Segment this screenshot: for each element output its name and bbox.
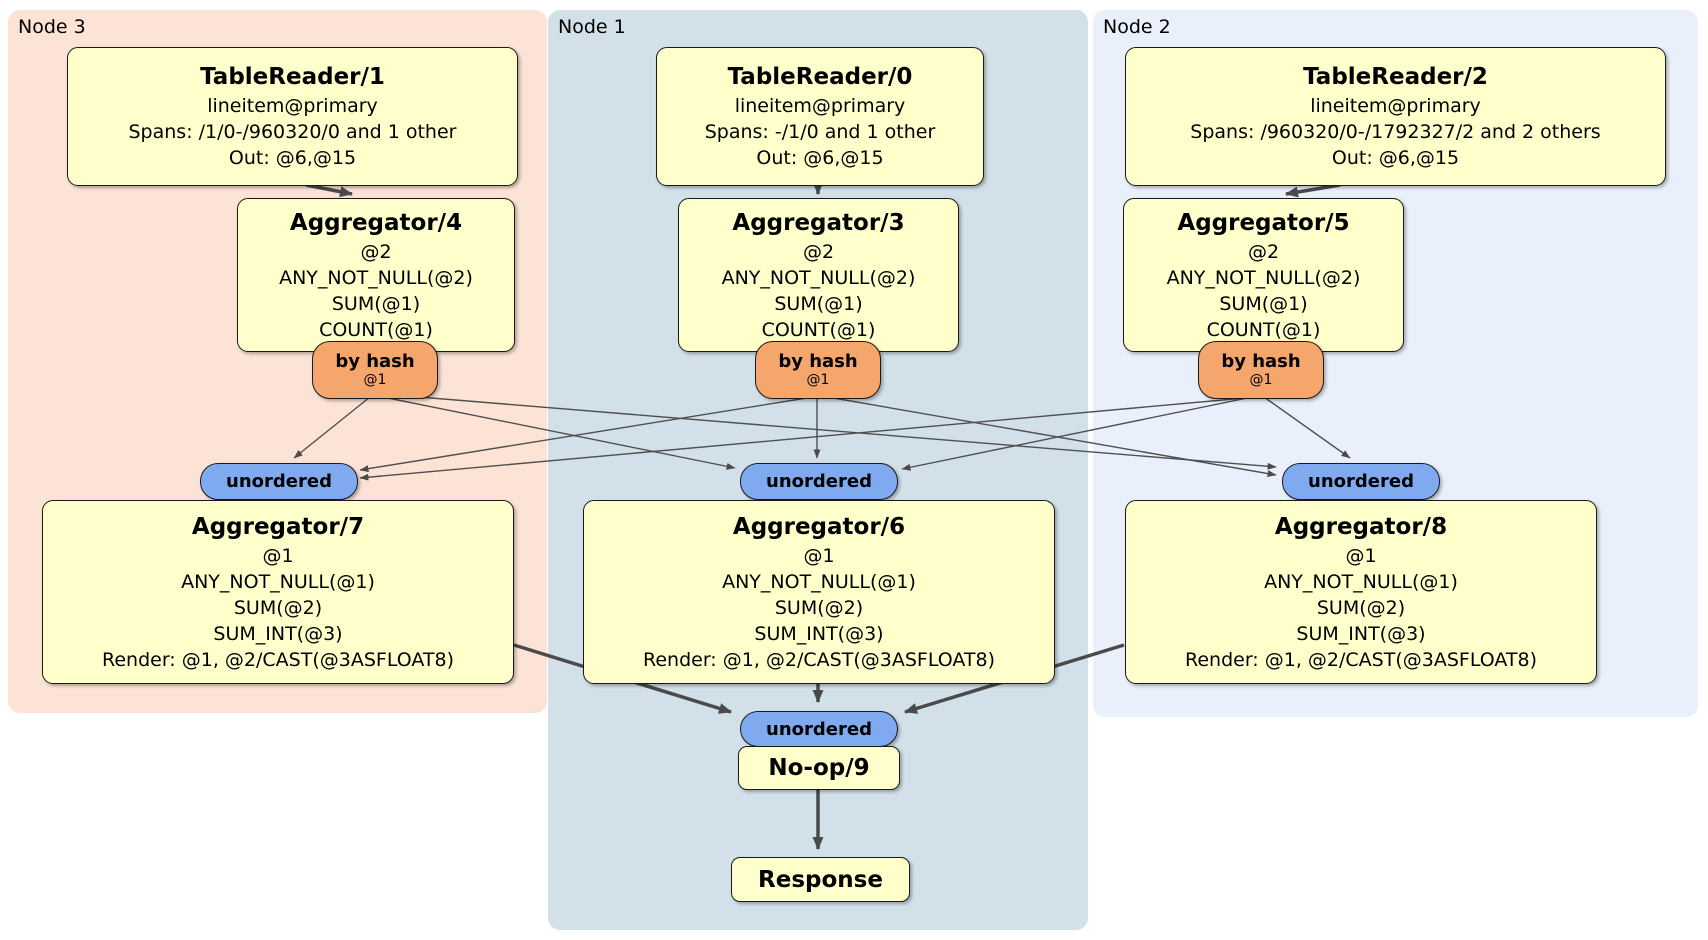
processor-agg-fn: ANY_NOT_NULL(@1) xyxy=(181,570,375,593)
processor-title: Aggregator/8 xyxy=(1274,513,1448,540)
processor-agg-fn: SUM(@1) xyxy=(1219,292,1308,315)
response-node: Response xyxy=(731,857,910,902)
processor-title: Aggregator/6 xyxy=(732,513,906,540)
processor-aggregator-3: Aggregator/3 @2 ANY_NOT_NULL(@2) SUM(@1)… xyxy=(678,198,959,352)
processor-title: Aggregator/5 xyxy=(1177,209,1350,236)
router-by-hash-badge: by hash @1 xyxy=(312,341,438,399)
node-region-3-label: Node 3 xyxy=(18,16,86,38)
router-by-hash-columns: @1 xyxy=(806,372,830,388)
unordered-sync-badge: unordered xyxy=(740,463,898,500)
processor-agg-fn: ANY_NOT_NULL(@1) xyxy=(1264,570,1458,593)
router-by-hash-columns: @1 xyxy=(363,372,387,388)
processor-title: TableReader/2 xyxy=(1303,64,1488,90)
processor-group-cols: @1 xyxy=(803,544,835,567)
processor-agg-fn: SUM_INT(@3) xyxy=(754,622,884,645)
processor-render: Render: @1, @2/CAST(@3ASFLOAT8) xyxy=(102,648,454,671)
node-region-2-label: Node 2 xyxy=(1103,16,1171,38)
processor-tablereader-1: TableReader/1 lineitem@primary Spans: /1… xyxy=(67,47,518,186)
processor-render: Render: @1, @2/CAST(@3ASFLOAT8) xyxy=(1185,648,1537,671)
processor-agg-fn: SUM_INT(@3) xyxy=(213,622,343,645)
router-by-hash-label: by hash xyxy=(335,351,415,372)
processor-agg-fn: COUNT(@1) xyxy=(761,318,876,341)
processor-title: TableReader/1 xyxy=(200,64,385,90)
processor-agg-fn: SUM(@2) xyxy=(774,596,864,619)
processor-index: lineitem@primary xyxy=(734,95,906,117)
processor-agg-fn: SUM(@2) xyxy=(1316,596,1406,619)
processor-title: TableReader/0 xyxy=(727,64,913,90)
processor-agg-fn: ANY_NOT_NULL(@2) xyxy=(1166,266,1361,289)
router-by-hash-badge: by hash @1 xyxy=(1198,341,1324,399)
processor-spans: Spans: -/1/0 and 1 other xyxy=(704,121,936,143)
processor-tablereader-2: TableReader/2 lineitem@primary Spans: /9… xyxy=(1125,47,1666,186)
router-by-hash-columns: @1 xyxy=(1249,372,1273,388)
router-by-hash-badge: by hash @1 xyxy=(755,341,881,399)
edges-hash-distribution xyxy=(293,393,1351,481)
processor-agg-fn: ANY_NOT_NULL(@2) xyxy=(721,266,916,289)
processor-agg-fn: SUM(@2) xyxy=(233,596,323,619)
processor-group-cols: @1 xyxy=(262,544,294,567)
processor-aggregator-7: Aggregator/7 @1 ANY_NOT_NULL(@1) SUM(@2)… xyxy=(42,500,514,684)
processor-aggregator-4: Aggregator/4 @2 ANY_NOT_NULL(@2) SUM(@1)… xyxy=(237,198,515,352)
router-by-hash-label: by hash xyxy=(778,351,858,372)
processor-out: Out: @6,@15 xyxy=(228,147,357,169)
processor-agg-fn: COUNT(@1) xyxy=(319,318,433,341)
node-region-1-label: Node 1 xyxy=(558,16,626,38)
processor-aggregator-5: Aggregator/5 @2 ANY_NOT_NULL(@2) SUM(@1)… xyxy=(1123,198,1404,352)
processor-agg-fn: COUNT(@1) xyxy=(1206,318,1321,341)
processor-title: Aggregator/4 xyxy=(289,209,463,236)
processor-tablereader-0: TableReader/0 lineitem@primary Spans: -/… xyxy=(656,47,984,186)
processor-noop: No-op/9 xyxy=(738,746,900,790)
processor-spans: Spans: /960320/0-/1792327/2 and 2 others xyxy=(1190,121,1601,143)
processor-index: lineitem@primary xyxy=(1310,95,1481,117)
unordered-sync-badge: unordered xyxy=(1282,463,1440,500)
processor-group-cols: @2 xyxy=(1247,240,1280,263)
processor-agg-fn: SUM_INT(@3) xyxy=(1296,622,1426,645)
processor-out: Out: @6,@15 xyxy=(1331,147,1460,169)
processor-out: Out: @6,@15 xyxy=(756,147,884,169)
processor-agg-fn: SUM(@1) xyxy=(331,292,421,315)
processor-aggregator-8: Aggregator/8 @1 ANY_NOT_NULL(@1) SUM(@2)… xyxy=(1125,500,1597,684)
processor-group-cols: @1 xyxy=(1345,544,1377,567)
router-by-hash-label: by hash xyxy=(1221,351,1301,372)
processor-agg-fn: ANY_NOT_NULL(@2) xyxy=(279,266,473,289)
unordered-sync-badge: unordered xyxy=(740,711,898,747)
processor-title: Aggregator/3 xyxy=(732,209,905,236)
processor-group-cols: @2 xyxy=(360,240,392,263)
processor-index: lineitem@primary xyxy=(207,95,378,117)
processor-title: Aggregator/7 xyxy=(191,513,365,540)
unordered-sync-badge: unordered xyxy=(200,463,358,500)
processor-agg-fn: ANY_NOT_NULL(@1) xyxy=(722,570,916,593)
processor-agg-fn: SUM(@1) xyxy=(774,292,863,315)
processor-spans: Spans: /1/0-/960320/0 and 1 other xyxy=(128,121,457,143)
processor-render: Render: @1, @2/CAST(@3ASFLOAT8) xyxy=(643,648,995,671)
processor-group-cols: @2 xyxy=(802,240,835,263)
processor-aggregator-6: Aggregator/6 @1 ANY_NOT_NULL(@1) SUM(@2)… xyxy=(583,500,1055,684)
